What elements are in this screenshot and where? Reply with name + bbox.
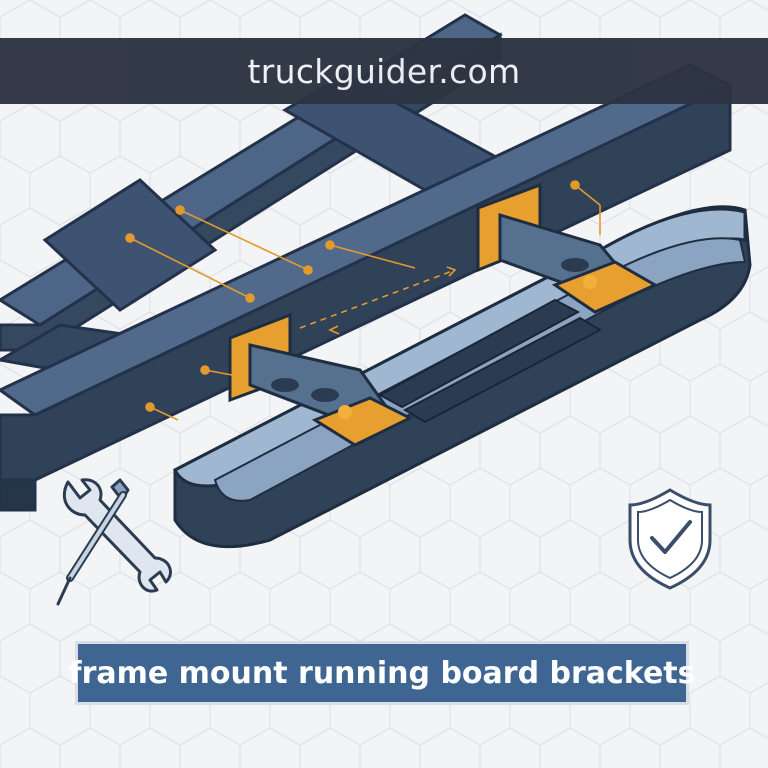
- site-name: truckguider.com: [247, 51, 521, 91]
- tread-strips: [377, 298, 603, 424]
- wrench-screwdriver-icon: [56, 478, 172, 606]
- shield-check-icon: [628, 488, 712, 590]
- caption-text: frame mount running board brackets: [68, 655, 696, 691]
- site-banner: truckguider.com: [0, 38, 768, 104]
- caption-box: frame mount running board brackets: [69, 641, 695, 705]
- callout-lines: [125, 180, 601, 421]
- front-bracket: [228, 312, 414, 447]
